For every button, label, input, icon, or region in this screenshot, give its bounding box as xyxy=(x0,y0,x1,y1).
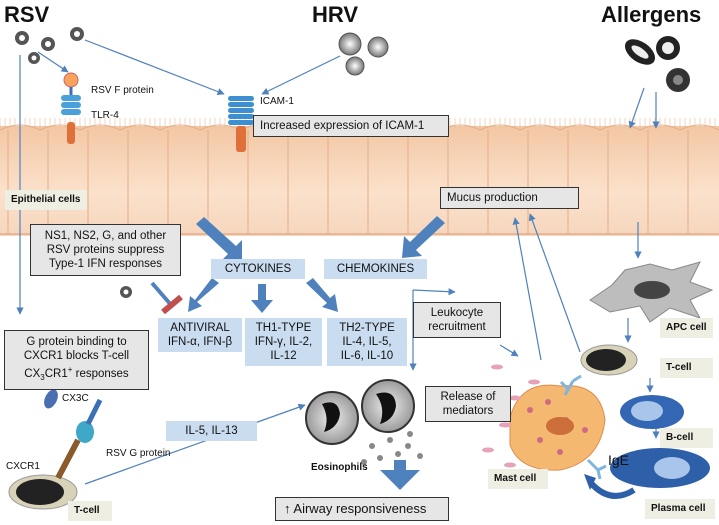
plasma-cell-shape xyxy=(584,448,710,499)
epithelium-layer xyxy=(0,118,719,236)
tlr4-receptor xyxy=(61,72,81,144)
release-mediators-box: Release of mediators xyxy=(425,386,511,422)
chemokines-box: CHEMOKINES xyxy=(324,259,427,279)
allergen-icons xyxy=(624,36,690,92)
g-protein-box: G protein binding to CXCR1 blocks T-cell… xyxy=(4,330,149,391)
g-protein-line1: G protein binding to xyxy=(26,336,127,348)
ns-proteins-box: NS1, NS2, G, and other RSV proteins supp… xyxy=(30,224,181,276)
increased-icam1-text: Increased expression of ICAM-1 xyxy=(260,120,425,132)
leukocyte-line2: recruitment xyxy=(428,321,486,333)
il5-il13-box: IL-5, IL-13 xyxy=(166,421,257,441)
rsv-header: RSV xyxy=(4,2,50,27)
allergens-header: Allergens xyxy=(601,2,702,27)
th2-line1: TH2-TYPE xyxy=(339,322,395,334)
mucus-production-text: Mucus production xyxy=(447,192,538,204)
th2-line2: IL-4, IL-5, xyxy=(342,336,392,348)
cxcr1-label: CXCR1 xyxy=(6,461,40,472)
icam1-label: ICAM-1 xyxy=(260,96,294,107)
g-protein-line2: CXCR1 blocks T-cell xyxy=(23,350,130,362)
thick-arrows xyxy=(188,216,445,490)
epithelial-cells-label: Epithelial cells xyxy=(5,190,87,210)
icam1-receptor xyxy=(228,96,254,152)
t-cell-left-label: T-cell xyxy=(68,501,112,521)
th2-box: TH2-TYPE IL-4, IL-5, IL-6, IL-10 xyxy=(327,318,407,366)
cx3c-shape xyxy=(44,389,58,409)
t-cell-left-text: T-cell xyxy=(74,505,100,516)
b-cell-label: B-cell xyxy=(660,428,713,448)
release-line1: Release of xyxy=(440,391,496,403)
th2-line3: IL-6, IL-10 xyxy=(340,350,394,362)
t-cell-right-label: T-cell xyxy=(660,358,713,378)
plasma-cell-text: Plasma cell xyxy=(651,503,706,514)
th1-line3: IL-12 xyxy=(270,350,297,362)
antiviral-line2: IFN-α, IFN-β xyxy=(167,336,233,348)
apc-cell-label: APC cell xyxy=(660,318,713,338)
antiviral-line1: ANTIVIRAL xyxy=(170,322,230,334)
apc-cell-shape xyxy=(589,261,714,323)
inhibition-line xyxy=(150,281,183,315)
apc-cell-text: APC cell xyxy=(666,322,707,333)
t-cell-right-text: T-cell xyxy=(666,362,692,373)
plasma-cell-label: Plasma cell xyxy=(645,499,715,519)
ns-proteins-line2: RSV proteins suppress xyxy=(46,244,165,256)
mast-cell-text: Mast cell xyxy=(494,473,537,484)
mucus-production-box: Mucus production xyxy=(440,187,579,209)
mediator-granules xyxy=(482,364,540,468)
mast-cell-label: Mast cell xyxy=(488,469,548,489)
cx3c-label: CX3C xyxy=(62,393,89,404)
antiviral-box: ANTIVIRAL IFN-α, IFN-β xyxy=(158,318,242,352)
ns-proteins-line1: NS1, NS2, G, and other xyxy=(44,230,167,242)
t-cell-right-shape xyxy=(580,344,638,376)
airway-responsiveness-text: ↑ Airway responsiveness xyxy=(284,501,427,516)
cytokines-box: CYTOKINES xyxy=(211,259,305,279)
b-cell-text: B-cell xyxy=(666,432,694,443)
rsv-f-protein-label: RSV F protein xyxy=(91,85,154,96)
airway-responsiveness-box: ↑ Airway responsiveness xyxy=(275,497,449,521)
increased-icam1-box: Increased expression of ICAM-1 xyxy=(253,115,449,137)
t-cell-left-shape xyxy=(8,398,103,510)
il5-il13-text: IL-5, IL-13 xyxy=(185,425,238,437)
hrv-header: HRV xyxy=(312,2,359,27)
mast-cell-shape xyxy=(509,374,607,480)
ige-label: IgE xyxy=(608,452,630,468)
eosinophils-shape xyxy=(305,379,415,445)
g-protein-line3: CX3CR1+ responses xyxy=(24,365,129,383)
epithelial-cells-text: Epithelial cells xyxy=(11,194,81,205)
eosinophil-granules xyxy=(361,431,423,465)
th1-line1: TH1-TYPE xyxy=(255,322,312,334)
rsv-g-protein-label: RSV G protein xyxy=(106,448,171,459)
th1-box: TH1-TYPE IFN-γ, IL-2, IL-12 xyxy=(245,318,322,366)
rsv-virus-icons xyxy=(15,27,132,298)
eosinophils-label: Eosinophils xyxy=(311,462,368,473)
b-cell-shape xyxy=(620,395,684,429)
leukocyte-line1: Leukocyte xyxy=(430,307,484,319)
leukocyte-box: Leukocyte recruitment xyxy=(413,302,501,338)
release-line2: mediators xyxy=(442,405,494,417)
th1-line2: IFN-γ, IL-2, xyxy=(254,336,313,348)
chemokines-text: CHEMOKINES xyxy=(336,263,415,275)
hrv-virus-icons xyxy=(338,32,389,76)
tlr4-label: TLR-4 xyxy=(91,110,119,121)
ns-proteins-line3: Type-1 IFN responses xyxy=(48,258,163,270)
cytokines-text: CYTOKINES xyxy=(224,263,292,275)
